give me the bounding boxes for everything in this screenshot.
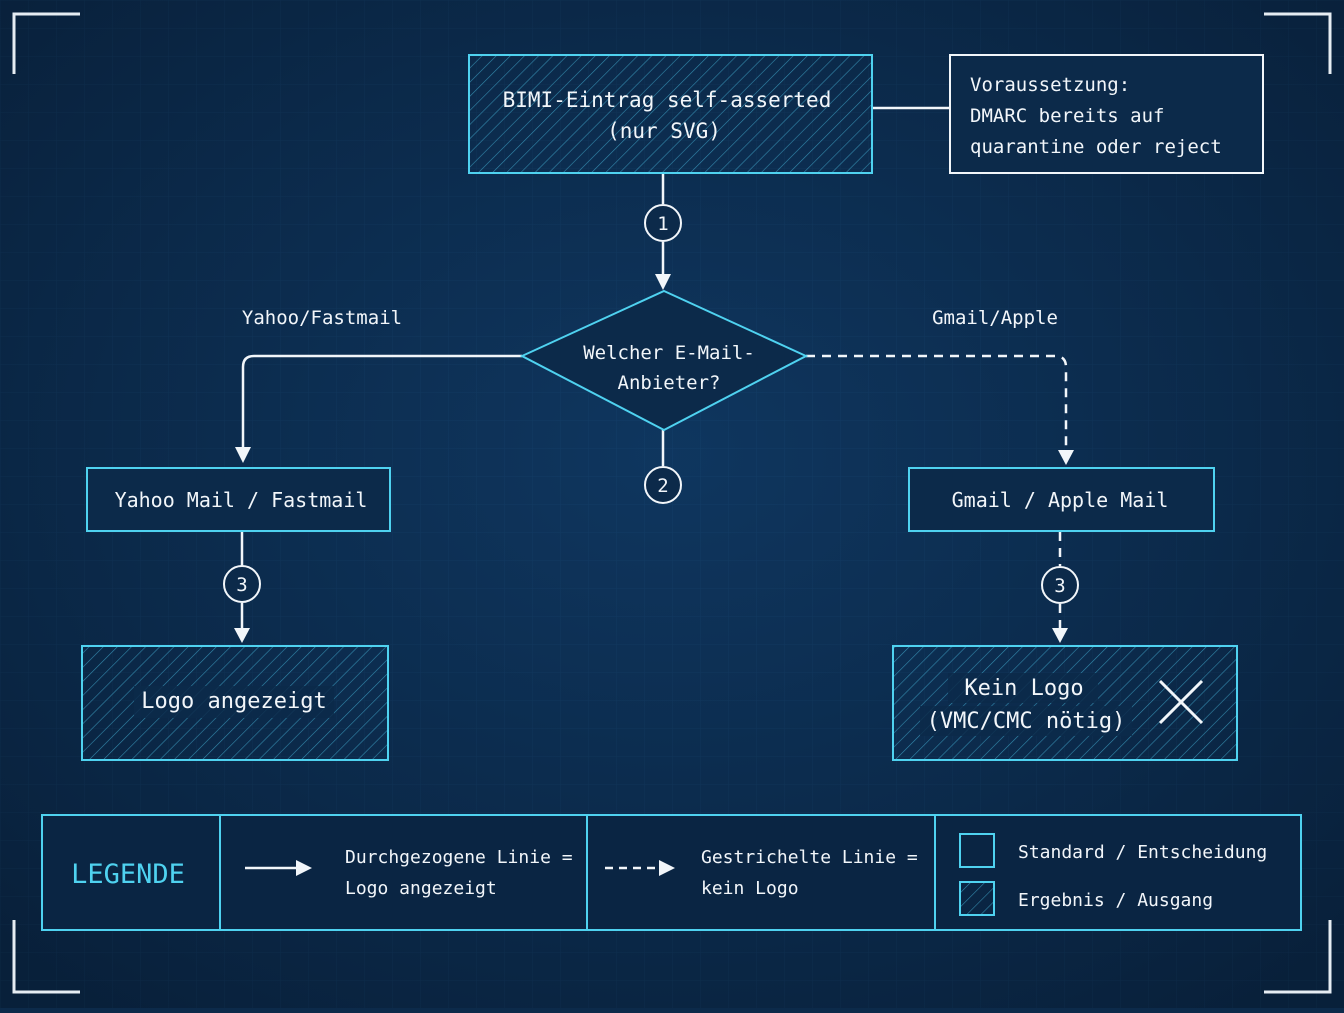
solid-arrowheads [234,274,671,643]
svg-text:2: 2 [657,475,668,497]
dashed-arrow-icon [659,860,675,876]
svg-text:1: 1 [657,213,668,235]
arrowhead-right-result [1052,628,1068,643]
legend-standard: Standard / Entscheidung [959,833,1267,868]
corner-bottom-right [1264,920,1332,994]
right-result-line1: Kein Logo [964,676,1083,701]
corner-bottom-left [12,920,80,994]
solid-connectors [240,106,950,628]
start-box: BIMI-Eintrag self-asserted (nur SVG) [468,54,873,174]
corner-brackets [12,12,1332,994]
result-swatch [959,881,995,916]
step-badge-3-left: 3 [223,565,261,603]
connector-gmail-branch [806,354,1068,450]
standard-swatch [959,833,995,868]
legend-solid-line: Durchgezogene Linie = Logo angezeigt [245,847,573,899]
legend-result: Ergebnis / Ausgang [959,881,1213,916]
left-result-box: Logo angezeigt [81,645,389,761]
left-provider-label: Yahoo Mail / Fastmail [115,488,368,512]
left-result-label: Logo angezeigt [141,689,326,714]
step-badge-2: 2 [644,466,682,504]
svg-text:3: 3 [236,574,247,596]
decision-line1: Welcher E-Mail- [583,342,755,364]
legend-dashed-line2: kein Logo [701,878,799,899]
legend: LEGENDE Durchgezogene Linie = Logo angez… [41,814,1302,931]
legend-result-label: Ergebnis / Ausgang [1018,890,1213,911]
branch-label-right: Gmail/Apple [932,307,1058,329]
left-provider-box: Yahoo Mail / Fastmail [86,467,391,532]
right-result-line2: (VMC/CMC nötig) [927,709,1126,734]
note-line2: DMARC bereits auf [970,105,1164,127]
corner-top-right [1264,12,1332,74]
arrowhead-decision [655,274,671,290]
legend-title: LEGENDE [71,859,185,890]
note-line1: Voraussetzung: [970,74,1130,96]
connector-yahoo-branch [241,354,522,447]
dashed-connectors [806,354,1068,628]
right-provider-label: Gmail / Apple Mail [952,488,1169,512]
svg-text:3: 3 [1054,575,1065,597]
decision-line2: Anbieter? [618,372,721,394]
note-line3: quarantine oder reject [970,136,1222,158]
legend-dashed-line1: Gestrichelte Linie = [701,847,918,868]
step-badge-1: 1 [644,204,682,242]
legend-solid-line1: Durchgezogene Linie = [345,847,573,868]
legend-solid-line2: Logo angezeigt [345,878,497,899]
start-box-line1: BIMI-Eintrag self-asserted [503,88,832,112]
branch-label-left: Yahoo/Fastmail [242,307,402,329]
right-provider-box: Gmail / Apple Mail [908,467,1215,532]
corner-top-left [12,12,80,74]
step-badge-3-right: 3 [1041,566,1079,604]
start-box-line2: (nur SVG) [607,119,721,143]
arrowhead-left-result [234,628,250,643]
legend-dashed-line: Gestrichelte Linie = kein Logo [605,847,918,899]
arrowhead-left-provider [235,447,251,463]
decision-diamond: Welcher E-Mail- Anbieter? [519,289,809,432]
x-mark-icon [1158,679,1204,725]
dashed-arrowheads [1052,450,1074,643]
prerequisite-note: Voraussetzung: DMARC bereits auf quarant… [949,54,1264,174]
solid-arrow-icon [296,860,312,876]
right-result-box: Kein Logo (VMC/CMC nötig) [892,645,1238,761]
legend-standard-label: Standard / Entscheidung [1018,842,1267,863]
arrowhead-right-provider [1058,450,1074,465]
